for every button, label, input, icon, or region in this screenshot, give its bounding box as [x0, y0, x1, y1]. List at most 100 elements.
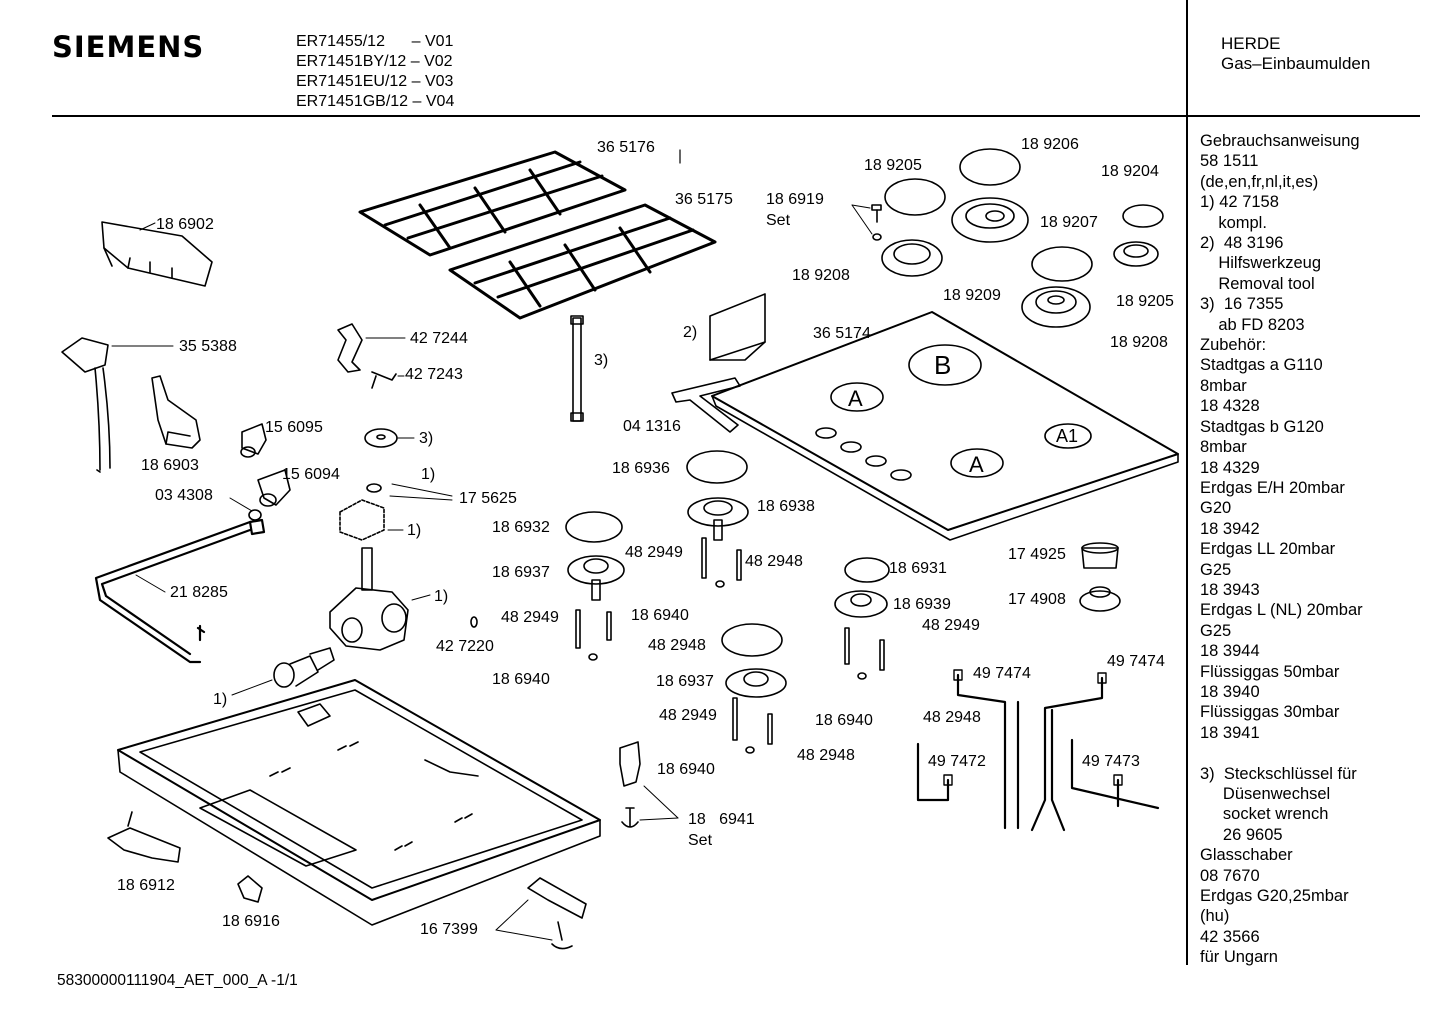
part-number-label: 18 6940: [631, 607, 689, 624]
note-line: 08 7670: [1200, 866, 1260, 885]
note-line: 42 3566: [1200, 927, 1260, 946]
part-number-label: 49 7472: [928, 753, 986, 770]
note-line: socket wrench: [1200, 805, 1329, 824]
ignition-module-186903: [151, 375, 201, 449]
note-line: [1200, 743, 1363, 763]
part-number-label: 1): [434, 588, 449, 605]
part-number-label: 36 5174: [813, 325, 871, 342]
terminal-block-186902: [101, 221, 213, 287]
note-line: 8mbar: [1200, 376, 1247, 395]
clip-186916: [237, 875, 263, 903]
part-number-label: 17 5625: [459, 490, 517, 507]
note-line: Stadtgas a G110: [1200, 356, 1323, 375]
connector-1d: [231, 647, 335, 696]
pan-support-365176: [358, 150, 627, 257]
model-line: ER71451BY/12 – V02: [296, 53, 453, 70]
nozzle-427220: [470, 616, 478, 628]
part-number-label: 04 1316: [623, 418, 681, 435]
part-number-label: 16 7399: [420, 921, 478, 938]
screw-427243: [371, 371, 405, 389]
part-number-label: 18 9204: [1101, 163, 1159, 180]
part-number-label: 15 6095: [265, 419, 323, 436]
note-line: Glasschaber: [1200, 846, 1293, 865]
clip-427244: [337, 323, 406, 373]
part-number-label: 18 6940: [657, 761, 715, 778]
part-number-label: 18 6940: [815, 712, 873, 729]
category: HERDE: [1221, 34, 1281, 53]
note-line: ab FD 8203: [1200, 315, 1305, 334]
model-line: ER71455/12 – V01: [296, 33, 454, 50]
bracket-167399: [495, 877, 587, 950]
gas-pipe-218285: [94, 518, 266, 664]
ignition-leads: [916, 669, 1160, 832]
note-line: 18 3944: [1200, 642, 1260, 661]
part-number-label: 48 2949: [501, 609, 559, 626]
part-number-label: 18 6916: [222, 913, 280, 930]
burner-mark: A: [848, 386, 863, 411]
part-number-label: 18 9205: [864, 157, 922, 174]
part-number-label: 18 6936: [612, 460, 670, 477]
note-line: Zubehör:: [1200, 336, 1267, 355]
cap-3a: [364, 428, 415, 448]
part-number-label: 42 7220: [436, 638, 494, 655]
part-number-label: 48 2948: [745, 553, 803, 570]
part-number-label: 2): [683, 324, 698, 341]
brand-logo: SIEMENS: [52, 30, 205, 64]
note-line: 3) 16 7355: [1200, 295, 1284, 314]
part-number-label: 36 5175: [675, 191, 733, 208]
part-number-label: 42 7244: [410, 330, 468, 347]
part-number-label: 48 2949: [922, 617, 980, 634]
part-number-label: 48 2948: [797, 747, 855, 764]
part-number-label: 1): [407, 522, 422, 539]
pan-support-365175: [448, 203, 717, 320]
removal-tool: [709, 293, 766, 361]
part-number-label: 3): [419, 430, 434, 447]
part-number-label: 18 9209: [943, 287, 1001, 304]
note-line: 8mbar: [1200, 438, 1247, 457]
part-number-label: 18 6903: [141, 457, 199, 474]
part-number-label: 1): [213, 691, 228, 708]
note-line: (hu): [1200, 907, 1230, 926]
part-number-label: 18 6919: [766, 191, 824, 208]
elbow-156094: [257, 469, 291, 507]
seal-034308: [229, 497, 262, 521]
note-line: 18 4328: [1200, 397, 1260, 416]
category-block: HERDE Gas–Einbaumulden: [1221, 34, 1370, 74]
note-line: G25: [1200, 621, 1232, 640]
model-list: ER71455/12 – V01 ER71451BY/12 – V02 ER71…: [296, 32, 454, 112]
part-number-label: 48 2949: [659, 707, 717, 724]
part-number-label: 03 4308: [155, 487, 213, 504]
note-line: Flüssiggas 50mbar: [1200, 662, 1340, 681]
part-number-label: 18 9206: [1021, 136, 1079, 153]
note-line: Erdgas LL 20mbar: [1200, 540, 1336, 559]
subcategory: Gas–Einbaumulden: [1221, 54, 1371, 73]
note-line: Erdgas E/H 20mbar: [1200, 478, 1345, 497]
part-number-label: 18 6902: [156, 216, 214, 233]
note-line: 18 3942: [1200, 519, 1260, 538]
part-number-label: 49 7473: [1082, 753, 1140, 770]
note-line: 3) Steckschlüssel für: [1200, 764, 1357, 783]
note-line: kompl.: [1200, 213, 1267, 232]
part-number-label: 48 2948: [648, 637, 706, 654]
bracket-186912: [107, 811, 181, 863]
note-line: Removal tool: [1200, 274, 1315, 293]
part-number-label: 18 6912: [117, 877, 175, 894]
part-number-label: 18 9208: [792, 267, 850, 284]
burner-stack-1: [565, 450, 749, 601]
part-number-label: 17 4908: [1008, 591, 1066, 608]
note-line: G20: [1200, 499, 1232, 518]
note-line: Stadtgas b G120: [1200, 417, 1324, 436]
note-line: (de,en,fr,nl,it,es): [1200, 172, 1319, 191]
part-number-label: 18 6937: [492, 564, 550, 581]
part-number-label: 35 5388: [179, 338, 237, 355]
part-number-label: 48 2949: [625, 544, 683, 561]
knob-174925: [1081, 542, 1119, 569]
header-divider: [52, 115, 1420, 117]
model-line: ER71451EU/12 – V03: [296, 73, 454, 90]
knob-186941: [619, 741, 679, 828]
exploded-parts-drawing: [61, 148, 1179, 950]
part-number-label: 18 9207: [1040, 214, 1098, 231]
model-line: ER71451GB/12 – V04: [296, 93, 455, 110]
part-number-label: 1): [421, 466, 436, 483]
